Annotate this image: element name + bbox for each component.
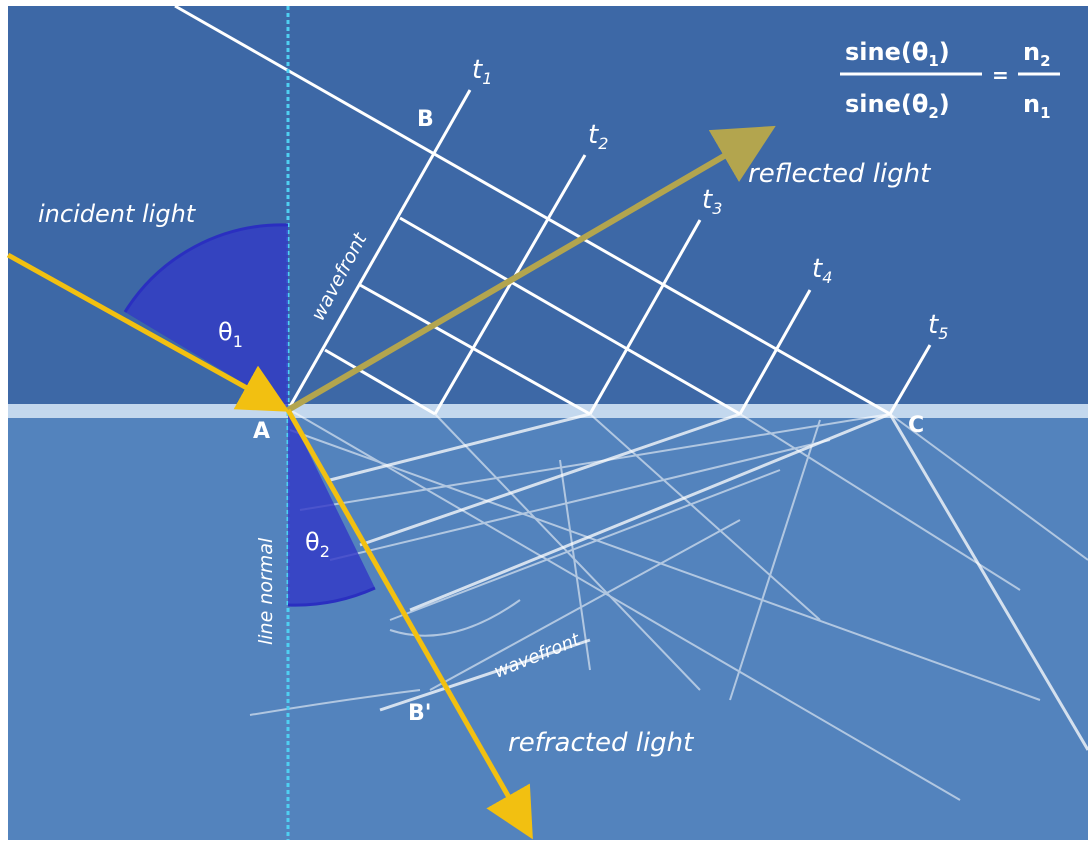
theta2-label: θ2: [305, 528, 330, 561]
formula-denominator: sine(θ2): [845, 90, 950, 122]
incident-light-label: incident light: [38, 200, 197, 228]
time-lines: [286, 89, 932, 415]
reflected-light-label: reflected light: [748, 159, 931, 189]
interface-line: [8, 404, 1088, 418]
angle-theta1-arc: [123, 223, 289, 313]
angle-theta2: [288, 410, 375, 606]
upper-wavefronts: [174, 4, 891, 416]
snells-law-formula: sine(θ1) sine(θ2) = n2 n1: [840, 38, 1060, 122]
reflected-ray: [286, 125, 776, 413]
formula-equals: =: [992, 63, 1009, 87]
angle-theta1: [125, 224, 288, 410]
time-label-t4: t4: [812, 254, 832, 287]
line-normal-label: line normal: [255, 537, 277, 645]
time-label-t1: t1: [472, 55, 492, 88]
refracted-ray: [285, 408, 533, 840]
formula-rhs-denominator: n1: [1023, 90, 1051, 122]
point-b-prime-label: B': [408, 701, 432, 726]
theta1-label: θ1: [218, 318, 243, 351]
angle-theta2-arc: [287, 586, 376, 607]
point-a-label: A: [253, 419, 270, 444]
point-b-label: B: [417, 107, 434, 132]
incident-ray: [6, 252, 290, 412]
formula-rhs-numerator: n2: [1023, 38, 1051, 70]
time-label-t5: t5: [928, 310, 948, 343]
lower-wave-lines: [249, 409, 1088, 801]
point-c-label: C: [908, 413, 924, 438]
refracted-light-label: refracted light: [508, 728, 694, 758]
lower-wavefronts: [329, 412, 1088, 751]
time-label-t2: t2: [588, 120, 608, 153]
formula-numerator: sine(θ1): [845, 38, 950, 70]
time-label-t3: t3: [702, 185, 722, 218]
